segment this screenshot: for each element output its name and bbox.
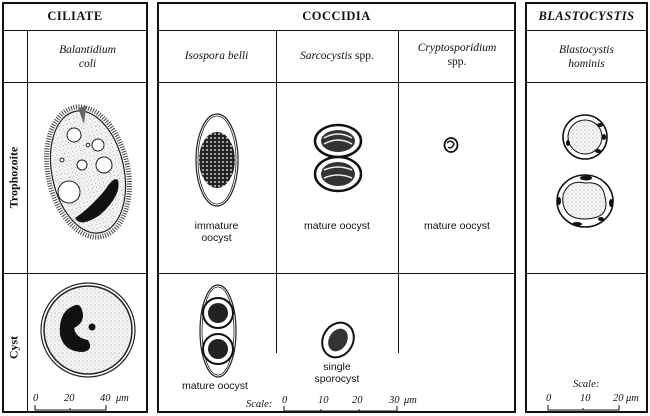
coccidia-scale-bar bbox=[283, 406, 398, 412]
species-divider bbox=[157, 82, 516, 83]
coccidia-scale-tick-label: 10 bbox=[318, 395, 329, 406]
isospora-immature-oocyst-label: immature oocyst bbox=[157, 220, 276, 244]
genus-name: Blastocystis bbox=[559, 44, 614, 56]
blastocystis-scale-unit: μm bbox=[626, 393, 639, 404]
blastocystis-panel bbox=[525, 2, 648, 413]
balantidium-cyst-illustration bbox=[40, 282, 136, 378]
blastocystis-large-illustration bbox=[556, 174, 614, 228]
cryptosporidium-mature-oocyst-label: mature oocyst bbox=[424, 220, 490, 232]
species-divider bbox=[2, 82, 148, 83]
coccidia-scale-tick-label: 30 bbox=[389, 395, 400, 406]
group-header-blastocystis: BLASTOCYSTIS bbox=[538, 9, 635, 23]
header-divider bbox=[525, 30, 648, 31]
group-header-coccidia: COCCIDIA bbox=[302, 9, 371, 23]
row-label-divider bbox=[27, 30, 28, 413]
blastocystis-small-illustration bbox=[562, 114, 608, 160]
column-divider bbox=[276, 30, 277, 353]
species-divider bbox=[525, 82, 648, 83]
sarcocystis-mature-oocyst-illustration bbox=[313, 123, 363, 193]
sarcocystis-mature-oocyst-label: mature oocyst bbox=[304, 220, 370, 232]
species-sarcocystis: Sarcocystis spp. bbox=[276, 49, 398, 63]
balantidium-trophozoite-illustration bbox=[44, 104, 132, 240]
coccidia-panel bbox=[157, 2, 516, 413]
label-line: immature bbox=[194, 220, 239, 232]
coccidia-scale-tick-label: 20 bbox=[352, 395, 363, 406]
ciliate-scale-tick-label: 20 bbox=[64, 393, 75, 404]
group-header-ciliate: CILIATE bbox=[47, 9, 103, 23]
blastocystis-scale-bar bbox=[547, 405, 620, 411]
row-label-cyst: Cyst bbox=[6, 335, 21, 360]
sarcocystis-sporocyst-illustration bbox=[321, 321, 355, 359]
ciliate-scale-unit: μm bbox=[116, 393, 129, 404]
label-line: oocyst bbox=[201, 232, 232, 244]
blastocystis-scale-tick-label: 10 bbox=[580, 393, 591, 404]
sarcocystis-sporocyst-label: single sporocyst bbox=[276, 361, 398, 385]
ciliate-scale-tick-label: 0 bbox=[33, 393, 39, 404]
row-label-trophozoite: Trophozoite bbox=[6, 146, 21, 209]
ciliate-scale-bar bbox=[34, 405, 107, 411]
ciliate-panel bbox=[2, 2, 148, 413]
species-name: coli bbox=[78, 58, 97, 70]
coccidia-scale-prefix: Scale: bbox=[246, 399, 273, 410]
coccidia-scale-tick-label: 0 bbox=[282, 395, 288, 406]
isospora-mature-oocyst-label: mature oocyst bbox=[182, 380, 248, 392]
species-suffix: spp. bbox=[447, 56, 467, 68]
isospora-immature-oocyst-illustration bbox=[195, 113, 239, 207]
label-line: single bbox=[323, 361, 351, 373]
species-name: hominis bbox=[568, 58, 605, 70]
ciliate-scale-tick-label: 40 bbox=[100, 393, 111, 404]
genus-name: Sarcocystis bbox=[300, 50, 353, 62]
blastocystis-scale-tick-label: 20 bbox=[613, 393, 624, 404]
species-cryptosporidium: Cryptosporidium spp. bbox=[398, 41, 516, 69]
genus-name: Cryptosporidium bbox=[417, 42, 497, 54]
species-isospora-belli: Isospora belli bbox=[157, 49, 276, 63]
header-divider bbox=[2, 30, 148, 31]
species-blastocystis-hominis: Blastocystis hominis bbox=[525, 43, 648, 71]
column-divider bbox=[398, 30, 399, 353]
coccidia-scale-unit: μm bbox=[404, 395, 417, 406]
species-balantidium-coli: Balantidium coli bbox=[27, 43, 148, 71]
label-line: sporocyst bbox=[314, 373, 360, 385]
row-divider bbox=[157, 273, 516, 274]
row-divider bbox=[525, 273, 648, 274]
genus-name: Isospora belli bbox=[184, 50, 249, 62]
blastocystis-scale-tick-label: 0 bbox=[546, 393, 552, 404]
cryptosporidium-oocyst-illustration bbox=[443, 137, 459, 153]
species-suffix: spp. bbox=[354, 50, 374, 62]
blastocystis-scale-prefix: Scale: bbox=[573, 379, 600, 390]
genus-name: Balantidium bbox=[59, 44, 116, 56]
isospora-mature-oocyst-illustration bbox=[199, 284, 237, 378]
header-divider bbox=[157, 30, 516, 31]
row-divider bbox=[2, 273, 148, 274]
